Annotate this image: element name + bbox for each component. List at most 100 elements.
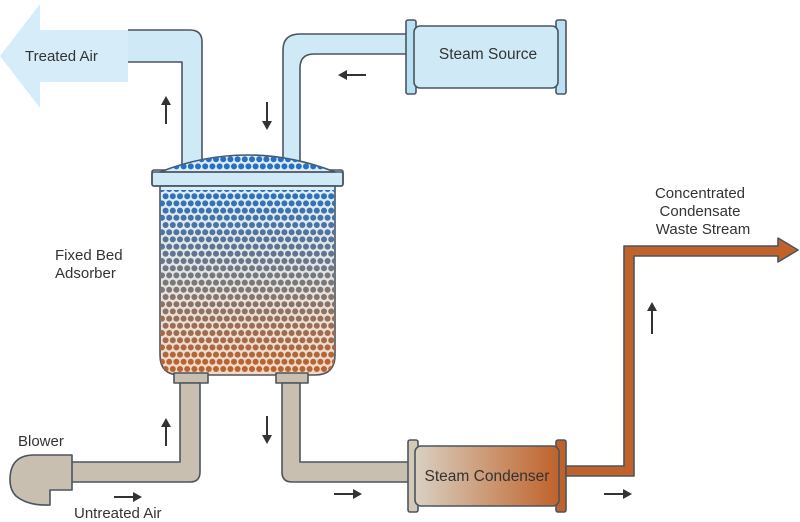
adsorbent-dot: [263, 265, 270, 272]
adsorbent-dot: [274, 272, 281, 279]
adsorbent-dot: [216, 243, 223, 250]
adsorbent-dot: [331, 243, 335, 250]
adsorbent-dot: [288, 214, 295, 221]
adsorbent-dot: [306, 193, 313, 200]
adsorbent-dot: [202, 190, 209, 192]
adsorbent-dot: [223, 229, 230, 236]
adsorbent-dot: [267, 200, 273, 207]
fixed-bed-label-line2: Adsorber: [55, 265, 116, 282]
adsorbent-dot: [177, 322, 183, 329]
adsorbent-dot: [173, 272, 180, 279]
adsorbent-dot: [205, 207, 212, 214]
adsorbent-dot: [306, 322, 313, 329]
adsorbent-dot: [227, 322, 234, 329]
adsorbent-dot: [205, 193, 212, 200]
adsorbent-dot: [256, 279, 263, 286]
adsorbent-dot: [184, 236, 191, 243]
adsorbent-dot: [209, 214, 216, 221]
adsorbent-dot: [249, 207, 255, 214]
adsorbent-dot: [259, 243, 266, 250]
adsorbent-dot: [238, 243, 245, 250]
adsorbent-dot: [238, 258, 245, 264]
adsorbent-dot: [256, 322, 263, 329]
adsorbent-dot: [184, 265, 191, 272]
adsorbent-dot: [220, 193, 227, 200]
adsorbent-dot: [285, 351, 291, 358]
adsorbent-dot: [299, 250, 306, 257]
adsorbent-dot: [187, 243, 194, 250]
adsorbent-dot: [227, 193, 234, 200]
adsorbent-dot: [238, 149, 244, 155]
adsorbent-dot: [303, 163, 309, 170]
adsorbent-dot: [299, 337, 306, 344]
adsorbent-dot: [173, 286, 180, 293]
adsorber-vessel: [151, 149, 344, 384]
arrow-icon: [262, 416, 272, 444]
adsorbent-dot: [180, 344, 187, 351]
adsorbent-dot: [184, 193, 191, 200]
adsorbent-dot: [223, 286, 230, 293]
steam-pipe: [282, 33, 413, 169]
adsorbent-dot: [213, 265, 219, 272]
adsorbent-dot: [303, 149, 309, 155]
adsorbent-dot: [299, 351, 306, 358]
adsorbent-dot: [205, 322, 212, 329]
arrow-icon: [338, 70, 366, 80]
adsorbent-dot: [231, 229, 237, 236]
adsorbent-dot: [180, 286, 187, 293]
adsorbent-dot: [187, 286, 194, 293]
adsorbent-dot: [303, 315, 309, 322]
adsorbent-dot: [295, 163, 302, 170]
adsorbent-dot: [295, 344, 302, 351]
adsorbent-dot: [267, 214, 273, 221]
adsorbent-dot: [202, 315, 209, 322]
adsorbent-dot: [299, 279, 306, 286]
adsorbent-dot: [252, 272, 259, 279]
adsorbent-dot: [249, 222, 255, 228]
adsorbent-dot: [317, 358, 324, 365]
adsorbent-dot: [184, 222, 191, 228]
adsorbent-dot: [263, 337, 270, 344]
adsorbent-dot: [295, 272, 302, 279]
adsorbent-dot: [313, 156, 320, 163]
arrow-icon: [161, 96, 171, 124]
adsorbent-dot: [259, 330, 266, 336]
adsorbent-dot: [245, 272, 252, 279]
adsorbent-dot: [169, 236, 176, 243]
adsorbent-dot: [220, 279, 227, 286]
adsorbent-dot: [259, 358, 266, 365]
adsorbent-dot: [328, 207, 335, 214]
adsorbent-dot: [256, 250, 263, 257]
adsorbent-dot: [274, 315, 281, 322]
adsorbent-dot: [202, 149, 208, 155]
adsorbent-dot: [223, 214, 230, 221]
adsorbent-dot: [263, 222, 270, 228]
adsorbent-dot: [313, 222, 320, 228]
adsorbent-dot: [205, 294, 212, 300]
adsorbent-dot: [173, 330, 180, 336]
adsorbent-dot: [299, 207, 306, 214]
adsorbent-dot: [249, 322, 255, 329]
adsorbent-dot: [281, 258, 288, 264]
adsorbent-dot: [198, 250, 205, 257]
adsorbent-dot: [245, 258, 252, 264]
adsorbent-dot: [313, 322, 320, 329]
adsorbent-dot: [213, 308, 219, 315]
adsorbent-dot: [241, 250, 248, 257]
adsorbent-dot: [216, 163, 223, 170]
adsorbent-dot: [321, 265, 327, 272]
adsorbent-dot: [173, 214, 180, 221]
adsorbent-dot: [303, 214, 309, 221]
adsorbent-dot: [184, 322, 191, 329]
adsorbent-dot: [263, 351, 270, 358]
adsorbent-dot: [267, 190, 273, 192]
adsorbent-dot: [227, 156, 234, 163]
adsorbent-dot: [238, 163, 245, 170]
adsorbent-dot: [173, 243, 180, 250]
adsorbent-dot: [180, 229, 187, 236]
adsorbent-dot: [328, 250, 335, 257]
adsorbent-dot: [198, 337, 205, 344]
adsorbent-dot: [295, 286, 302, 293]
adsorbent-dot: [256, 207, 263, 214]
adsorbent-dot: [231, 243, 237, 250]
